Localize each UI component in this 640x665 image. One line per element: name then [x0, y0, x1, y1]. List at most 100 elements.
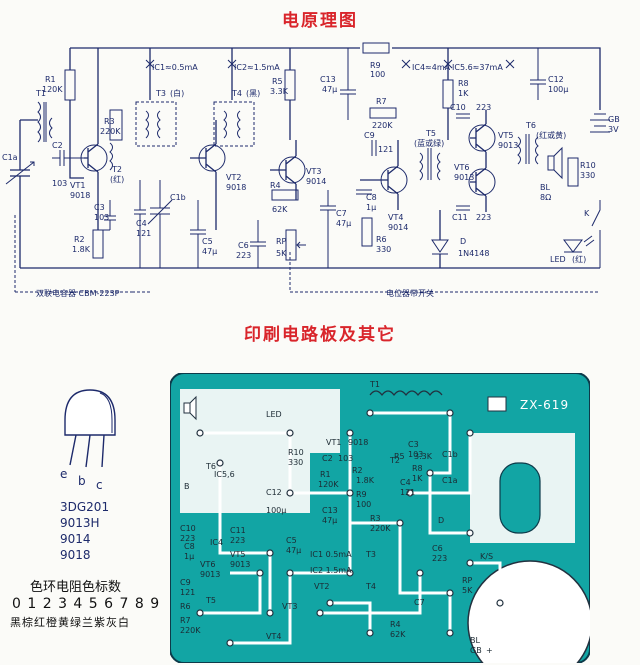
t2-note: (红)	[110, 174, 124, 184]
pcb-r9-label: R9	[356, 490, 367, 499]
color-code-title: 色环电阻色标数	[30, 580, 122, 595]
t4-label: T4	[231, 89, 242, 98]
bl-value: 8Ω	[540, 193, 551, 202]
r6-value: 330	[376, 245, 391, 254]
pcb-c11-label: C11	[230, 526, 246, 535]
rp-label: RP	[276, 237, 287, 246]
c6-value: 223	[236, 251, 251, 260]
model-9018: 9018	[60, 548, 91, 562]
pcb-r3-value: 220K	[370, 524, 391, 533]
t4-note: (黑)	[246, 89, 260, 98]
pcb-r5-label: R5	[394, 452, 405, 461]
c10-value: 223	[476, 103, 491, 112]
pcb-r8-value: 1K	[412, 474, 423, 483]
model-3dg201: 3DG201	[60, 500, 110, 514]
pcb-r4-label: R4	[390, 620, 401, 629]
r3-value: 220K	[100, 127, 121, 136]
t6-note: (红或黄)	[536, 130, 566, 140]
pcb-c1b-label: C1b	[442, 450, 458, 459]
diode-d	[431, 210, 449, 268]
pcb-c8-label: C8	[184, 542, 195, 551]
pcb-c6-value: 223	[432, 554, 447, 563]
pcb-c6-label: C6	[432, 544, 443, 553]
pcb-c2-value: 103	[338, 454, 353, 463]
pcb-coil	[369, 390, 443, 396]
pcb-r9-value: 100	[356, 500, 371, 509]
pin-c-label: c	[96, 478, 103, 492]
vt6-model: 9013	[454, 173, 474, 182]
vt3-label: VT3	[306, 167, 321, 176]
t6-label: T6	[525, 121, 536, 130]
c8-label: C8	[366, 193, 377, 202]
vt1-transistor	[80, 48, 108, 230]
r10-value: 330	[580, 171, 595, 180]
r8-label: R8	[458, 79, 469, 88]
pcb-r10-label: R10	[288, 448, 304, 457]
c4-value: 121	[136, 229, 151, 238]
ic4-reading: IC4≈4mA	[412, 63, 451, 72]
pcb-c12-value: 100μ	[266, 506, 286, 515]
r7-value: 220K	[372, 121, 393, 130]
pcb-r3-label: R3	[370, 514, 381, 523]
pcb-r10-value: 330	[288, 458, 303, 467]
r4-value: 62K	[272, 205, 288, 214]
t5-note: (蓝或绿)	[414, 138, 444, 148]
pcb-bl-label: BL	[470, 636, 480, 645]
pcb-c7-label: C7	[414, 598, 425, 607]
t2-label: T2	[111, 165, 122, 174]
r9-value: 100	[370, 70, 385, 79]
pcb-t1-label: T1	[369, 380, 380, 389]
ic2-reading: IC2≈1.5mA	[234, 63, 280, 72]
vt3-transistor	[270, 140, 306, 200]
c5-value: 47μ	[202, 247, 217, 256]
r10-symbol	[567, 157, 579, 187]
pcb-c4-label: C4	[400, 478, 411, 487]
pcb-vt6-label: VT6	[200, 560, 215, 569]
pcb-rp-label: RP	[462, 576, 473, 585]
pin-b-label: b	[78, 474, 86, 488]
pcb-r4-value: 62K	[390, 630, 406, 639]
led-note: (红)	[572, 254, 586, 264]
c2-label: C2	[52, 141, 63, 150]
pcb-r2-label: R2	[352, 466, 363, 475]
pcb-ks-label: K/S	[480, 552, 493, 561]
pcb-c4-value: 121	[400, 488, 415, 497]
pcb-c9-label: C9	[180, 578, 191, 587]
pcb-led-label: LED	[266, 410, 282, 419]
switch-note: 电位器带开关	[386, 288, 434, 298]
pcb-vt6-model: 9013	[200, 570, 220, 579]
pcb-r7-label: R7	[180, 616, 191, 625]
pcb-r1-value: 120K	[318, 480, 339, 489]
c12-value: 100μ	[548, 85, 568, 94]
pcb-vt1-model: 9018	[348, 438, 368, 447]
pcb-ic2-label: IC2 1.5mA	[310, 566, 352, 575]
vt5-model: 9013	[498, 141, 518, 150]
pcb-ic1-label: IC1 0.5mA	[310, 550, 352, 559]
c8-value: 1μ	[366, 203, 376, 212]
pcb-r7-value: 220K	[180, 626, 201, 635]
pcb-c13-label: C13	[322, 506, 338, 515]
pin-e-label: e	[60, 467, 68, 481]
c3-value: 103	[94, 213, 109, 222]
t4-shield	[213, 101, 255, 147]
r4-label: R4	[270, 181, 281, 190]
c3-label: C3	[94, 203, 105, 212]
pcb-r1-label: R1	[320, 470, 331, 479]
r8-symbol	[442, 79, 454, 109]
c7-label: C7	[336, 209, 347, 218]
model-9014: 9014	[60, 532, 91, 546]
schematic-diagram: R9 100 C1a T1 R1 120K C2 103 VT1 9018 R2…	[2, 42, 620, 298]
pcb-ic4-label: IC4	[210, 538, 223, 547]
pcb-c2-label: C2	[322, 454, 333, 463]
pcb-c5-label: C5	[286, 536, 297, 545]
r6-symbol	[361, 217, 373, 247]
c4-label: C4	[136, 219, 147, 228]
rp-value: 5K	[276, 249, 287, 258]
bl-label: BL	[540, 183, 550, 192]
r5-label: R5	[272, 77, 283, 86]
d-model: 1N4148	[458, 249, 489, 258]
c1a-label: C1a	[2, 153, 18, 162]
pcb-vt3-label: VT3	[282, 602, 297, 611]
c9-label: C9	[364, 131, 375, 140]
d-label: D	[460, 237, 466, 246]
